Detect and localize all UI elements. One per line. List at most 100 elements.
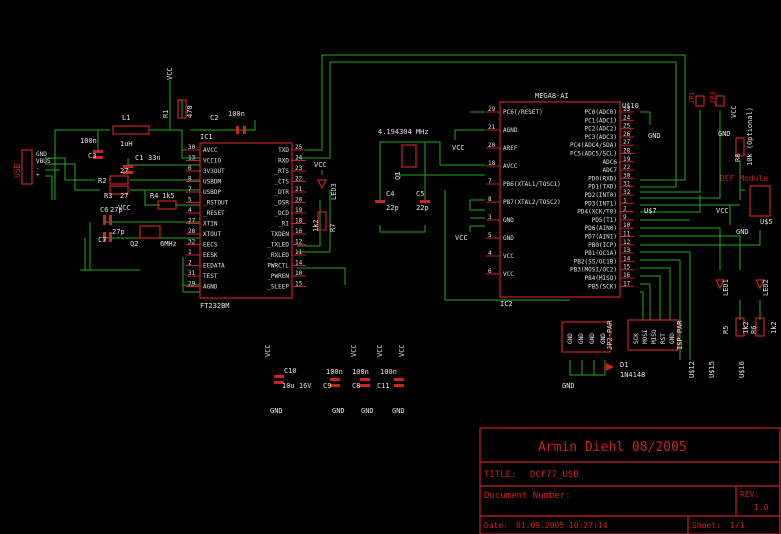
pin-name: PC6(/RESET) xyxy=(503,109,543,116)
r1-name: R1 xyxy=(162,110,170,118)
pin-number: 18 xyxy=(295,218,303,225)
pin-number: 20 xyxy=(295,197,303,204)
pin-number: 13 xyxy=(623,247,631,254)
pin-name: PD4(XCK/T0) xyxy=(577,209,617,216)
vcc-c8: VCC xyxy=(376,344,384,357)
left-components: L1 1uH R1 470 C2 100n C3 100n C1 33n R2 … xyxy=(80,99,246,248)
pin-number: 22 xyxy=(623,164,631,171)
c11-value: 100n xyxy=(380,368,397,376)
pin-number: 9 xyxy=(623,214,627,221)
pin-name: _DSR xyxy=(275,200,290,207)
pin-number: 7 xyxy=(488,178,492,185)
pin-number: 5 xyxy=(188,197,192,204)
pin-name: RXD xyxy=(278,158,289,165)
pin-number: 19 xyxy=(623,156,631,163)
ic1-right-pins: 25TXD24RXD23_RTS22_CTS21_DTR20_DSR19_DCD… xyxy=(267,144,306,291)
jp2-pin-1: GND xyxy=(567,333,574,344)
d1-name: D1 xyxy=(620,361,628,369)
r1-value: 470 xyxy=(186,105,194,118)
rev-label: REV: xyxy=(740,490,759,499)
pin-name: AVCC xyxy=(203,147,218,154)
usb-pin-vbus: VBUS xyxy=(36,158,51,165)
vcc-c9: VCC xyxy=(350,344,358,357)
pin-name: PD2(INT0) xyxy=(584,192,617,199)
pin-number: 8 xyxy=(488,196,492,203)
q1-frequency: 4.194304 MHz xyxy=(378,128,429,136)
c7-value: 27p xyxy=(112,228,125,236)
pin-number: 29 xyxy=(188,281,196,288)
right-components: U$10 JP1 JP3 VCC GND R8 10k (Optional) D… xyxy=(622,91,778,378)
pin-name: PB4(MISO) xyxy=(584,275,617,282)
pin-number: 27 xyxy=(188,218,196,225)
wires xyxy=(45,54,761,376)
c1-value: 33n xyxy=(148,154,161,162)
pin-number: 29 xyxy=(488,106,496,113)
isp-pin-sck: SCK xyxy=(633,333,640,344)
gnd-c11: GND xyxy=(392,407,405,415)
gnd-jp3: GND xyxy=(718,130,731,138)
pin-name: 3V3OUT xyxy=(203,168,225,175)
title-block: Armin Diehl 08/2005 TITLE: DCF77_USB Doc… xyxy=(479,427,781,534)
c4-value: 22p xyxy=(386,204,399,212)
pin-number: 31 xyxy=(623,181,631,188)
pin-name: PD5(T1) xyxy=(592,217,617,224)
pin-number: 1 xyxy=(188,249,192,256)
pin-name: AGND xyxy=(203,284,218,291)
r4-name: R4 xyxy=(150,192,158,200)
c10-name: C10 xyxy=(284,367,297,375)
led1-label: LED1 xyxy=(722,279,730,296)
led2-label: LED2 xyxy=(762,279,770,296)
pin-number: 5 xyxy=(488,232,492,239)
gnd-c8: GND xyxy=(361,407,374,415)
u12-label: U$12 xyxy=(688,361,696,378)
pin-name: PB2(SS/OC1B) xyxy=(574,258,617,265)
c5-value: 22p xyxy=(416,204,429,212)
decoupling-caps: VCC C10 10u 16V GND VCC 100n C9 GND VCC … xyxy=(264,344,406,415)
ic2-right-pins: 23PC0(ADC0)24PC1(ADC1)25PC2(ADC2)26PC3(A… xyxy=(570,106,634,290)
gnd-c10: GND xyxy=(270,407,283,415)
isp-pin-mosi: MOSI xyxy=(642,329,649,344)
jp1-label: JP1 xyxy=(688,91,696,104)
r6-value: 1k2 xyxy=(770,321,778,334)
pin-name: GND xyxy=(503,235,514,242)
r2-name: R2 xyxy=(98,177,106,185)
pin-name: PWRCTL xyxy=(267,263,289,270)
vcc-aref: VCC xyxy=(452,144,465,152)
dcf-module-label: DCF Module xyxy=(720,174,768,183)
pin-name: AREF xyxy=(503,145,518,152)
ic2-name: IC2 xyxy=(500,300,513,308)
gnd-jp2: GND xyxy=(562,382,575,390)
pin-number: 15 xyxy=(623,264,631,271)
led3-label: LED3 xyxy=(330,183,338,200)
pin-number: 20 xyxy=(488,142,496,149)
ic1-name: IC1 xyxy=(200,133,213,141)
pin-name: _RI xyxy=(278,221,289,228)
isp-pin-gnd: GND xyxy=(669,333,676,344)
sheet-value: 1/1 xyxy=(730,521,745,530)
pin-name: AGND xyxy=(503,127,518,134)
usb-pin-gnd: GND xyxy=(36,151,47,158)
pin-number: 32 xyxy=(623,189,631,196)
pin-name: _DTR xyxy=(275,189,290,196)
pin-number: 2 xyxy=(188,260,192,267)
u5-label: U$5 xyxy=(760,218,773,226)
jp3-label: JP3 xyxy=(709,91,717,104)
q1-name: Q1 xyxy=(394,172,402,180)
c11-name: C11 xyxy=(377,382,390,390)
jp2-pin-3: GND xyxy=(589,333,596,344)
r7-value: 1k2 xyxy=(312,219,320,232)
q2-value: 6MHz xyxy=(160,240,177,248)
u16-label: U$16 xyxy=(738,361,746,378)
r6-name: R6 xyxy=(750,326,758,334)
vcc-mega-bottom: VCC xyxy=(455,234,468,242)
vcc-q2: VCC xyxy=(118,204,131,212)
pin-name: PD1(TXD) xyxy=(588,184,617,191)
d1-value: 1N4148 xyxy=(620,371,645,379)
pin-name: _RSTOUT xyxy=(203,200,229,207)
pin-name: TXDEN xyxy=(271,231,289,238)
pin-name: VCC xyxy=(503,253,514,260)
